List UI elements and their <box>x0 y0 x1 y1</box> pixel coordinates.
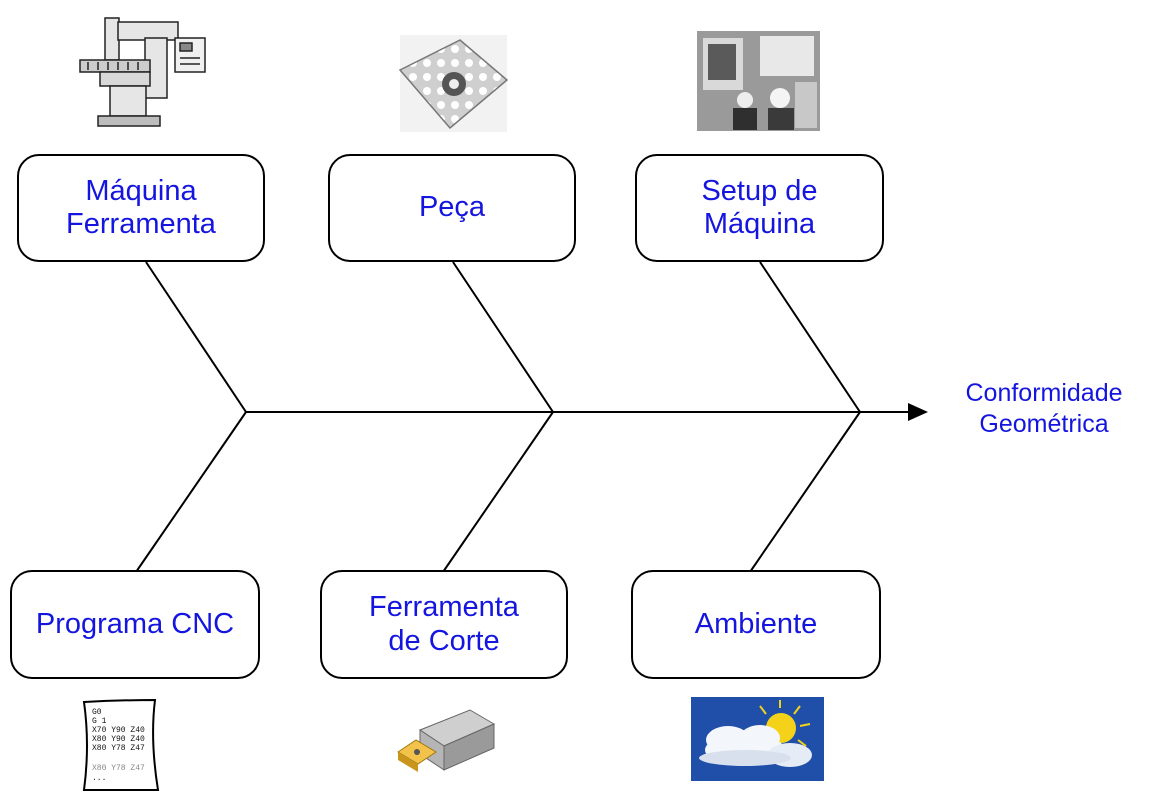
cause-label-maquina-ferramenta: Máquina Ferramenta <box>66 174 216 240</box>
cause-label-ambiente: Ambiente <box>694 607 818 640</box>
bone-ferramenta-corte <box>442 411 554 573</box>
cnc-program-listing-icon: G0 G 1 X70 Y90 Z40 X80 Y90 Z40 X80 Y78 Z… <box>82 698 160 791</box>
cause-label-programa-cnc: Programa CNC <box>35 607 235 640</box>
bone-maquina-ferramenta <box>145 261 247 413</box>
code-line-7: ... <box>92 774 106 783</box>
cause-box-ambiente: Ambiente <box>631 570 881 679</box>
cause-box-ferramenta-corte: Ferramenta de Corte <box>320 570 568 679</box>
cause-box-setup-maquina: Setup de Máquina <box>635 154 884 262</box>
bone-peca <box>452 261 554 413</box>
cause-label-ferramenta-corte: Ferramenta de Corte <box>369 591 519 657</box>
cause-box-programa-cnc: Programa CNC <box>10 570 260 679</box>
code-line-2: G 1 <box>92 717 107 726</box>
effect-label: Conformidade Geométrica <box>965 379 1123 439</box>
cause-label-peca: Peça <box>418 191 486 224</box>
machine-setup-photo-icon <box>697 31 820 131</box>
spine-arrowhead <box>908 403 928 421</box>
code-line-6: X80 Y78 Z47 <box>92 764 145 773</box>
code-line-4: X80 Y90 Z40 <box>92 735 145 744</box>
cutting-tool-insert-icon <box>397 709 496 772</box>
bone-programa-cnc <box>135 411 247 573</box>
cause-box-peca: Peça <box>328 154 576 262</box>
code-line-1: G0 <box>92 708 102 717</box>
sun-cloud-weather-icon <box>691 697 824 781</box>
bone-ambiente <box>749 411 861 573</box>
bone-setup-maquina <box>759 261 861 413</box>
code-line-3: X70 Y90 Z40 <box>92 726 145 735</box>
cause-label-setup-maquina: Setup de Máquina <box>701 174 818 240</box>
cause-box-maquina-ferramenta: Máquina Ferramenta <box>17 154 265 262</box>
workpiece-icon <box>398 35 509 132</box>
milling-machine-icon <box>79 17 206 127</box>
code-line-5: X80 Y78 Z47 <box>92 744 145 753</box>
